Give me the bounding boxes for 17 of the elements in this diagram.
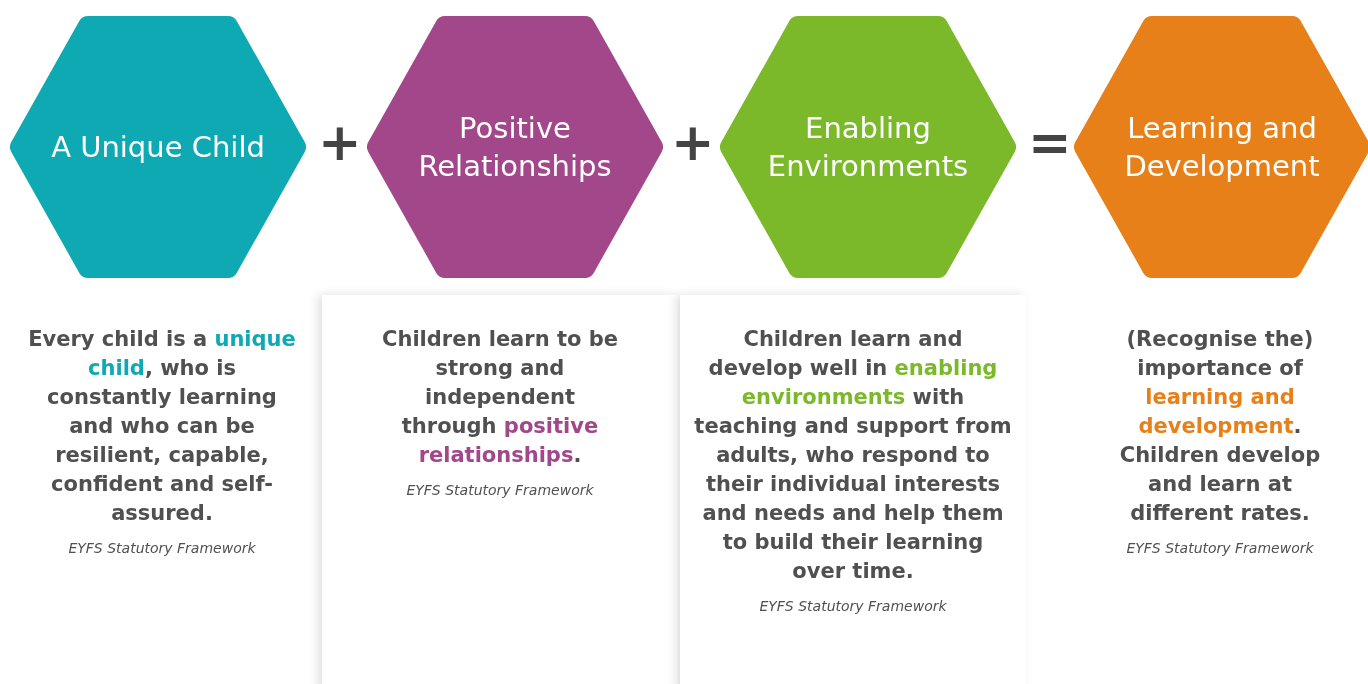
description-text: Children learn and develop well in enabling environments with teaching and support from adults, who respond to their individual interests and needs and help them to build their learning over time. xyxy=(693,326,1013,585)
description-text: (Recognise the) importance of learning and development. Children develop and learn at different rates. xyxy=(1118,326,1322,527)
hexagon-title: Positive Relationships xyxy=(417,110,613,185)
operator-sign: + xyxy=(318,112,358,172)
source-citation: EYFS Statutory Framework xyxy=(759,598,947,614)
description-text: Every child is a unique child, who is constantly learning and who can be resilient, capable, confident and self-assured. xyxy=(27,326,297,527)
source-citation: EYFS Statutory Framework xyxy=(406,482,594,498)
operator-sign: + xyxy=(671,112,711,172)
card-background xyxy=(322,295,678,684)
hexagon-title: A Unique Child xyxy=(51,129,265,166)
source-citation: EYFS Statutory Framework xyxy=(68,540,256,556)
operator-sign: = xyxy=(1028,112,1068,172)
source-citation: EYFS Statutory Framework xyxy=(1126,540,1314,556)
description-text: Children learn to be strong and independent through positive relationships. xyxy=(381,326,619,469)
hexagon-title: Learning and Development xyxy=(1123,110,1321,185)
hexagon-title: Enabling Environments xyxy=(766,110,970,185)
card-background xyxy=(680,295,1026,684)
